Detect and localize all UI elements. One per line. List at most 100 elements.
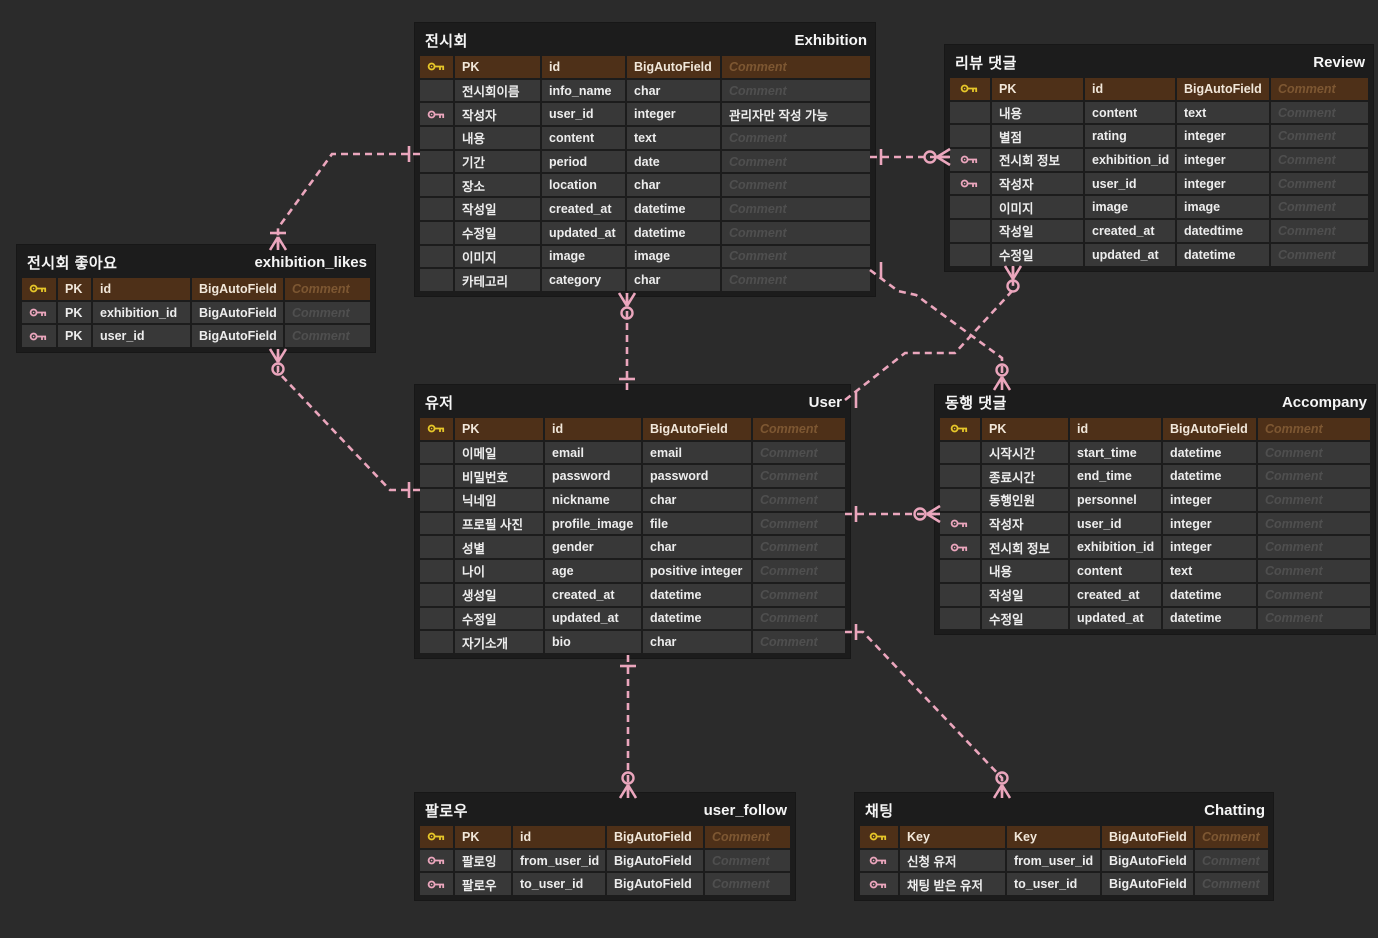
column-logical-name: 별점 <box>992 125 1085 148</box>
column-physical-name: content <box>1085 101 1177 124</box>
column-physical-name: created_at <box>542 198 627 220</box>
column-logical-name: PK <box>58 301 93 324</box>
relationship-exhibition-accompany[interactable] <box>869 262 1012 391</box>
key-icon-empty <box>420 465 455 488</box>
relationship-line[interactable] <box>844 266 1015 402</box>
foreign-key-icon <box>22 325 58 348</box>
relationship-line[interactable] <box>276 349 420 492</box>
column-type: image <box>627 245 722 268</box>
column-logical-name: 채팅 받은 유저 <box>900 873 1007 896</box>
column-type: char <box>643 489 753 511</box>
column-logical-name: 닉네임 <box>455 489 545 511</box>
column-comment: Comment <box>1258 418 1370 440</box>
relationship-exhibition-review[interactable] <box>870 147 951 167</box>
relationship-user-review[interactable] <box>844 265 1023 408</box>
column-physical-name: nickname <box>545 489 643 511</box>
column-comment: Comment <box>1195 826 1268 848</box>
table-title-en: Exhibition <box>794 32 868 49</box>
column-comment: Comment <box>705 873 790 896</box>
column-comment: Comment <box>1271 220 1368 242</box>
column-logical-name: 작성자 <box>982 512 1070 535</box>
column-logical-name: 프로필 사진 <box>455 512 545 535</box>
relationship-user-exhibition[interactable] <box>617 292 637 390</box>
relationship-line[interactable] <box>276 152 420 250</box>
key-icon-empty <box>420 198 455 220</box>
relationship-user-accompany[interactable] <box>845 504 941 524</box>
column-logical-name: Key <box>900 826 1007 848</box>
relationship-user-user_follow[interactable] <box>618 655 638 799</box>
relationship-line[interactable] <box>845 630 1004 798</box>
column-type: BigAutoField <box>1177 78 1271 100</box>
column-comment: Comment <box>1258 512 1370 535</box>
relationship-user-exhibition_likes[interactable] <box>268 348 420 498</box>
relationship-exhibition-exhibition_likes[interactable] <box>268 146 420 251</box>
column-type: BigAutoField <box>607 826 705 848</box>
relationship-line[interactable] <box>869 268 1004 390</box>
column-physical-name: id <box>542 56 627 78</box>
relationship-user-chatting[interactable] <box>845 624 1012 799</box>
column-physical-name: user_id <box>93 325 192 348</box>
